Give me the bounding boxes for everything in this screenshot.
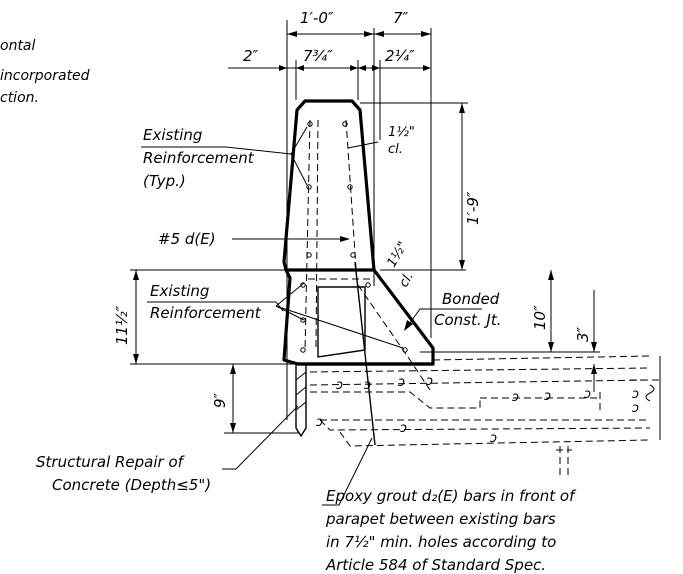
- dim-clear-lower: 1½": [384, 239, 410, 270]
- dim-top-overall: 1′-0″: [300, 9, 334, 27]
- note-structural-repair-1: Structural Repair of: [36, 453, 186, 471]
- dim-height-upper: 1′-9″: [464, 191, 482, 225]
- svg-text:ɔ: ɔ: [512, 390, 519, 405]
- notes: ontal incorporated ction. Existing Reinf…: [0, 38, 577, 574]
- svg-text:ɔ: ɔ: [632, 387, 639, 402]
- dim-right-inner: 2¼″: [385, 47, 415, 65]
- dim-height-right: 10″: [531, 305, 549, 330]
- note-bonded-joint-2: Const. Jt.: [434, 311, 501, 329]
- note-existing-reinf-top-2: Reinforcement: [143, 149, 255, 167]
- note-top-left-1: ontal: [0, 38, 36, 54]
- existing-reinforcement: [300, 119, 408, 353]
- svg-text:ɔ: ɔ: [336, 378, 343, 393]
- note-epoxy-grout-4: Article 584 of Standard Spec.: [325, 556, 546, 574]
- epoxy-bar: [354, 261, 431, 446]
- note-structural-repair-2: Concrete (Depth≤5"): [52, 476, 211, 494]
- dim-top-inner: 7¾″: [303, 47, 333, 65]
- svg-text:ɔ: ɔ: [400, 421, 407, 436]
- svg-text:ɔ: ɔ: [632, 401, 639, 416]
- svg-text:ɔ: ɔ: [490, 431, 497, 446]
- dim-height-right-small: 3″: [574, 326, 592, 342]
- note-existing-reinf-mid-2: Reinforcement: [150, 304, 262, 322]
- svg-text:ɔ: ɔ: [316, 415, 323, 430]
- dim-height-left: 11½″: [113, 305, 131, 345]
- svg-text:ɔ: ɔ: [584, 387, 591, 402]
- dim-top-right: 7″: [393, 9, 409, 27]
- dim-clear-top-sub: cl.: [388, 142, 403, 157]
- svg-text:ɔ: ɔ: [544, 389, 551, 404]
- deck-slab: ɔ ɔ ɔ ɔ ɔ ɔ ɔ ɔ ɔ ɔ ɔ ɔ: [309, 355, 661, 478]
- dim-left-offset: 2″: [243, 47, 259, 65]
- note-existing-reinf-top-3: (Typ.): [143, 172, 186, 190]
- note-top-left-2: incorporated: [0, 68, 90, 84]
- dim-height-bottom: 9″: [211, 392, 229, 408]
- note-bar-mark: #5 d(E): [158, 230, 216, 248]
- svg-text:ɔ: ɔ: [426, 374, 433, 389]
- note-existing-reinf-mid-1: Existing: [150, 282, 209, 300]
- note-epoxy-grout-1: Epoxy grout d₂(E) bars in front of: [326, 487, 577, 505]
- svg-text:ɔ: ɔ: [364, 378, 371, 393]
- leader-lines: [141, 126, 482, 506]
- dimension-lines: [133, 31, 597, 433]
- note-bonded-joint-1: Bonded: [442, 290, 500, 308]
- structural-repair-patch: [295, 364, 307, 438]
- note-top-left-3: ction.: [0, 90, 39, 106]
- dim-clear-top: 1½": [388, 125, 415, 140]
- note-epoxy-grout-2: parapet between existing bars: [325, 510, 556, 528]
- note-existing-reinf-top-1: Existing: [143, 126, 202, 144]
- svg-text:ɔ: ɔ: [398, 375, 405, 390]
- dim-clear-lower-sub: cl.: [396, 270, 416, 290]
- note-epoxy-grout-3: in 7½" min. holes according to: [326, 533, 556, 551]
